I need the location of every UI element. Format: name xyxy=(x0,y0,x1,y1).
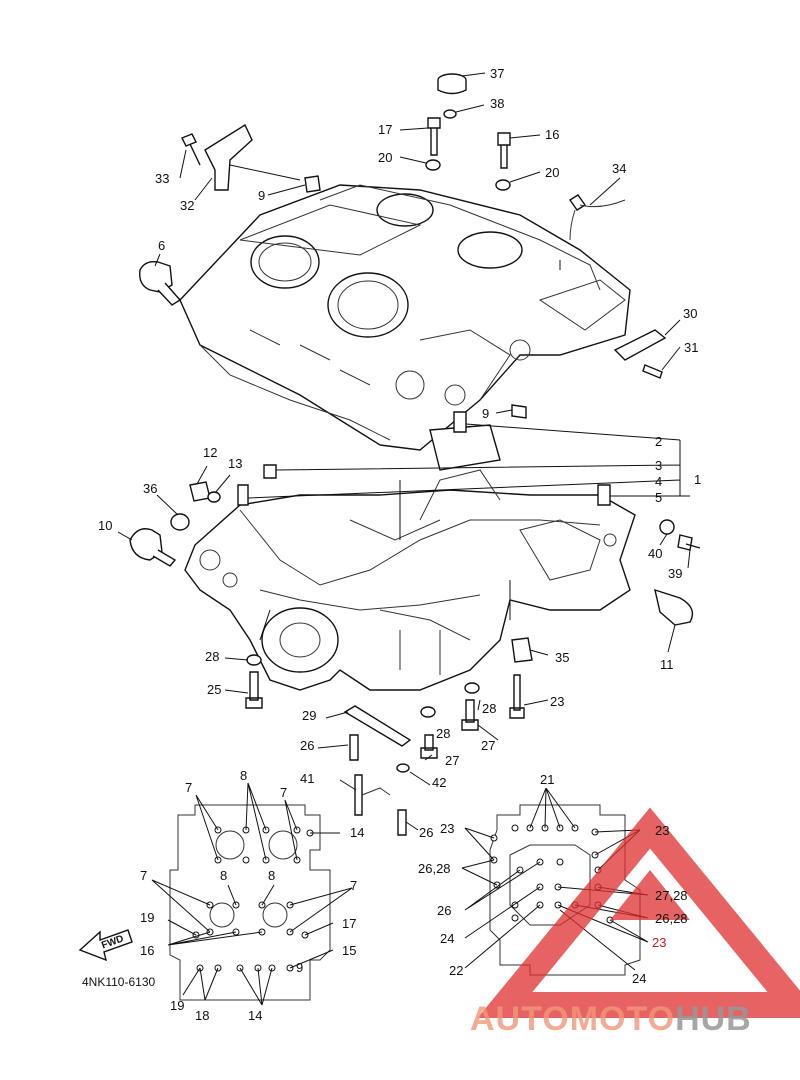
callout-41: 41 xyxy=(300,771,314,786)
callout-9: 9 xyxy=(482,406,489,421)
callout-8: 8 xyxy=(240,768,247,783)
lower-crankcase xyxy=(184,424,636,691)
callout-6: 6 xyxy=(158,238,165,253)
callout-13: 13 xyxy=(228,456,242,471)
callout-16: 16 xyxy=(140,943,154,958)
callout-19: 19 xyxy=(140,910,154,925)
right-bolt-sequence-diagram xyxy=(461,787,649,976)
callout-9: 9 xyxy=(296,960,303,975)
callout-7: 7 xyxy=(280,785,287,800)
callout-35: 35 xyxy=(555,650,569,665)
callout-29: 29 xyxy=(302,708,316,723)
callout-26: 26 xyxy=(300,738,314,753)
callout-27: 27 xyxy=(445,753,459,768)
callout-28: 28 xyxy=(436,726,450,741)
callout-26: 26 xyxy=(437,903,451,918)
callout-23: 23 xyxy=(440,821,454,836)
callout-15: 15 xyxy=(342,943,356,958)
watermark-logo-icon xyxy=(477,807,800,1018)
callout-23: 23 xyxy=(550,694,564,709)
callout-12: 12 xyxy=(203,445,217,460)
callout-20: 20 xyxy=(545,165,559,180)
callout-30: 30 xyxy=(683,306,697,321)
callout-42: 42 xyxy=(432,775,446,790)
upper-crankcase xyxy=(179,184,631,451)
small-parts xyxy=(129,73,701,836)
callout-labels: 37 38 17 16 20 20 34 33 32 9 6 30 31 9 2… xyxy=(82,66,701,1023)
callout-8: 8 xyxy=(220,868,227,883)
callout-21: 21 xyxy=(540,772,554,787)
callout-39: 39 xyxy=(668,566,682,581)
watermark-part2: HUB xyxy=(675,1000,752,1038)
callout-36: 36 xyxy=(143,481,157,496)
callout-31: 31 xyxy=(684,340,698,355)
callout-28: 28 xyxy=(482,701,496,716)
leader-lines xyxy=(117,72,691,831)
callout-22: 22 xyxy=(449,963,463,978)
callout-16: 16 xyxy=(545,127,559,142)
callout-26-28: 26,28 xyxy=(655,911,688,926)
callout-7: 7 xyxy=(140,868,147,883)
callout-38: 38 xyxy=(490,96,504,111)
callout-3: 3 xyxy=(655,458,662,473)
callout-26: 26 xyxy=(419,825,433,840)
callout-10: 10 xyxy=(98,518,112,533)
callout-20: 20 xyxy=(378,150,392,165)
callout-2: 2 xyxy=(655,434,662,449)
callout-17: 17 xyxy=(342,916,356,931)
watermark-text: AUTOMOTOHUB xyxy=(470,1000,752,1039)
callout-5: 5 xyxy=(655,490,662,505)
callout-32: 32 xyxy=(180,198,194,213)
callout-26-28: 26,28 xyxy=(418,861,451,876)
callout-40: 40 xyxy=(648,546,662,561)
forward-direction-arrow: FWD xyxy=(78,929,133,962)
callout-7: 7 xyxy=(350,878,357,893)
callout-25: 25 xyxy=(207,682,221,697)
callout-1: 1 xyxy=(694,472,701,487)
callout-23: 23 xyxy=(652,935,666,950)
callout-4: 4 xyxy=(655,474,662,489)
watermark-part1: AUTOMOTO xyxy=(470,1000,676,1038)
callout-14: 14 xyxy=(248,1008,262,1023)
callout-18: 18 xyxy=(195,1008,209,1023)
callout-34: 34 xyxy=(612,161,626,176)
callout-28: 28 xyxy=(205,649,219,664)
callout-11: 11 xyxy=(660,657,674,672)
callout-24: 24 xyxy=(440,931,454,946)
callout-19: 19 xyxy=(170,998,184,1013)
callout-23: 23 xyxy=(655,823,669,838)
callout-27: 27 xyxy=(481,738,495,753)
callout-33: 33 xyxy=(155,171,169,186)
callout-17: 17 xyxy=(378,122,392,137)
callout-24: 24 xyxy=(632,971,646,986)
callout-27-28: 27,28 xyxy=(655,888,688,903)
callout-7: 7 xyxy=(185,780,192,795)
left-bolt-sequence-diagram xyxy=(151,782,353,1006)
figure-code: 4NK110-6130 xyxy=(82,975,155,989)
callout-8: 8 xyxy=(268,868,275,883)
callout-9: 9 xyxy=(258,188,265,203)
callout-37: 37 xyxy=(490,66,504,81)
callout-14: 14 xyxy=(350,825,364,840)
